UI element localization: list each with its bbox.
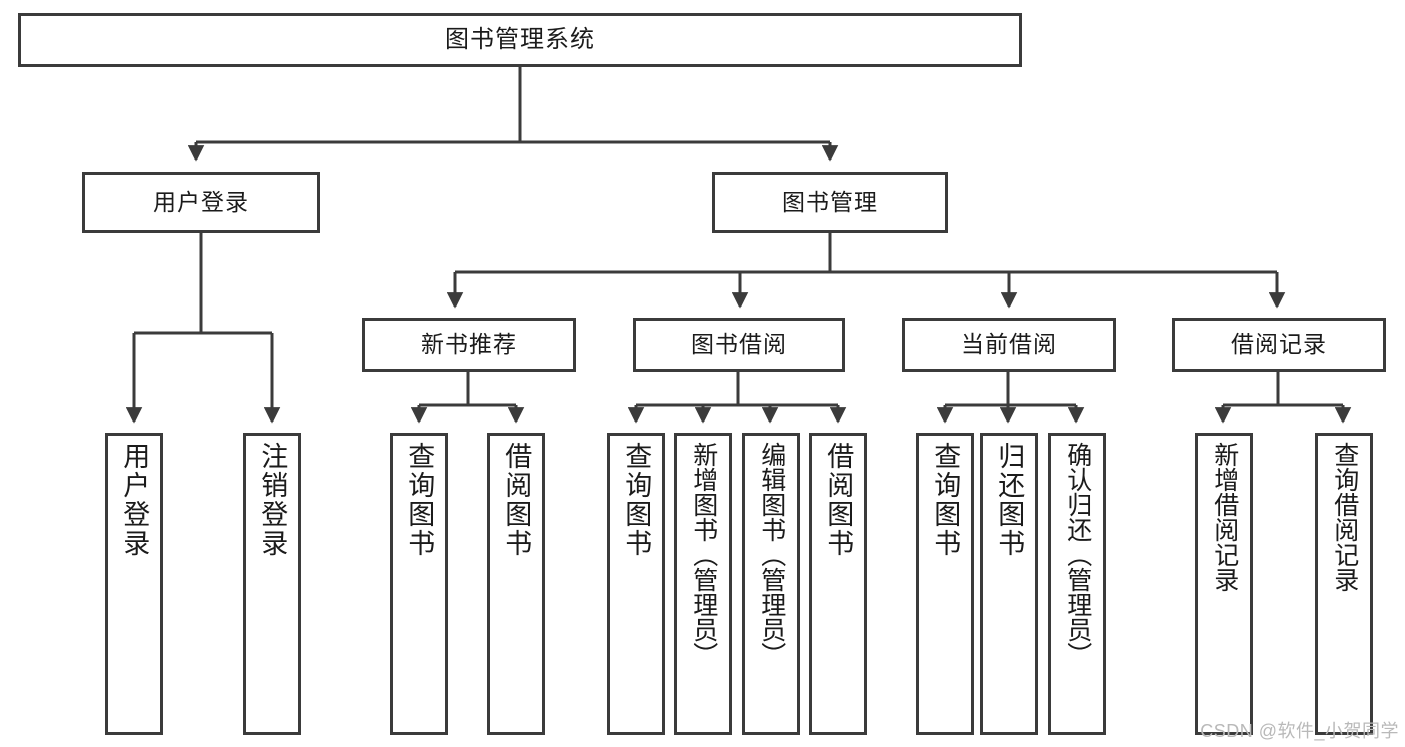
node-label: 用户登录 <box>153 188 249 215</box>
leaf-label: 查询借阅记录 <box>1330 442 1359 592</box>
node-label: 新书推荐 <box>421 331 517 358</box>
leaf-label: 借阅图书 <box>823 442 854 558</box>
csdn-watermark: CSDN @软件_小贺同学 <box>1200 721 1399 741</box>
leaf-confirm-return[interactable]: 确认归还（管理员） <box>1048 433 1106 735</box>
node-label: 图书管理系统 <box>445 25 595 53</box>
leaf-query-record[interactable]: 查询借阅记录 <box>1315 433 1373 735</box>
node-user-login[interactable]: 用户登录 <box>82 172 320 233</box>
node-borrow-record[interactable]: 借阅记录 <box>1172 318 1386 372</box>
leaf-logout[interactable]: 注销登录 <box>243 433 301 735</box>
leaf-label: 查询图书 <box>621 442 652 558</box>
leaf-query-book-2[interactable]: 查询图书 <box>607 433 665 735</box>
leaf-add-record[interactable]: 新增借阅记录 <box>1195 433 1253 735</box>
leaf-user-login[interactable]: 用户登录 <box>105 433 163 735</box>
leaf-query-book-3[interactable]: 查询图书 <box>916 433 974 735</box>
node-book-manage[interactable]: 图书管理 <box>712 172 948 233</box>
leaf-label: 确认归还（管理员） <box>1063 442 1092 667</box>
node-label: 借阅记录 <box>1231 331 1327 358</box>
leaf-edit-book[interactable]: 编辑图书（管理员） <box>742 433 800 735</box>
node-label: 图书借阅 <box>691 331 787 358</box>
leaf-label: 用户登录 <box>119 442 150 558</box>
leaf-label: 查询图书 <box>404 442 435 558</box>
node-book-borrow[interactable]: 图书借阅 <box>633 318 845 372</box>
node-current-borrow[interactable]: 当前借阅 <box>902 318 1116 372</box>
leaf-label: 查询图书 <box>930 442 961 558</box>
leaf-label: 归还图书 <box>994 442 1025 558</box>
leaf-label: 注销登录 <box>257 442 288 558</box>
node-new-book-recommend[interactable]: 新书推荐 <box>362 318 576 372</box>
leaf-label: 新增借阅记录 <box>1210 442 1239 592</box>
leaf-add-book[interactable]: 新增图书（管理员） <box>674 433 732 735</box>
leaf-return-book[interactable]: 归还图书 <box>980 433 1038 735</box>
leaf-borrow-book-1[interactable]: 借阅图书 <box>487 433 545 735</box>
leaf-borrow-book-2[interactable]: 借阅图书 <box>809 433 867 735</box>
leaf-query-book-1[interactable]: 查询图书 <box>390 433 448 735</box>
leaf-label: 借阅图书 <box>501 442 532 558</box>
node-label: 当前借阅 <box>961 331 1057 358</box>
node-label: 图书管理 <box>782 188 878 215</box>
node-root-system[interactable]: 图书管理系统 <box>18 13 1022 67</box>
leaf-label: 新增图书（管理员） <box>689 442 718 667</box>
leaf-label: 编辑图书（管理员） <box>757 442 786 667</box>
